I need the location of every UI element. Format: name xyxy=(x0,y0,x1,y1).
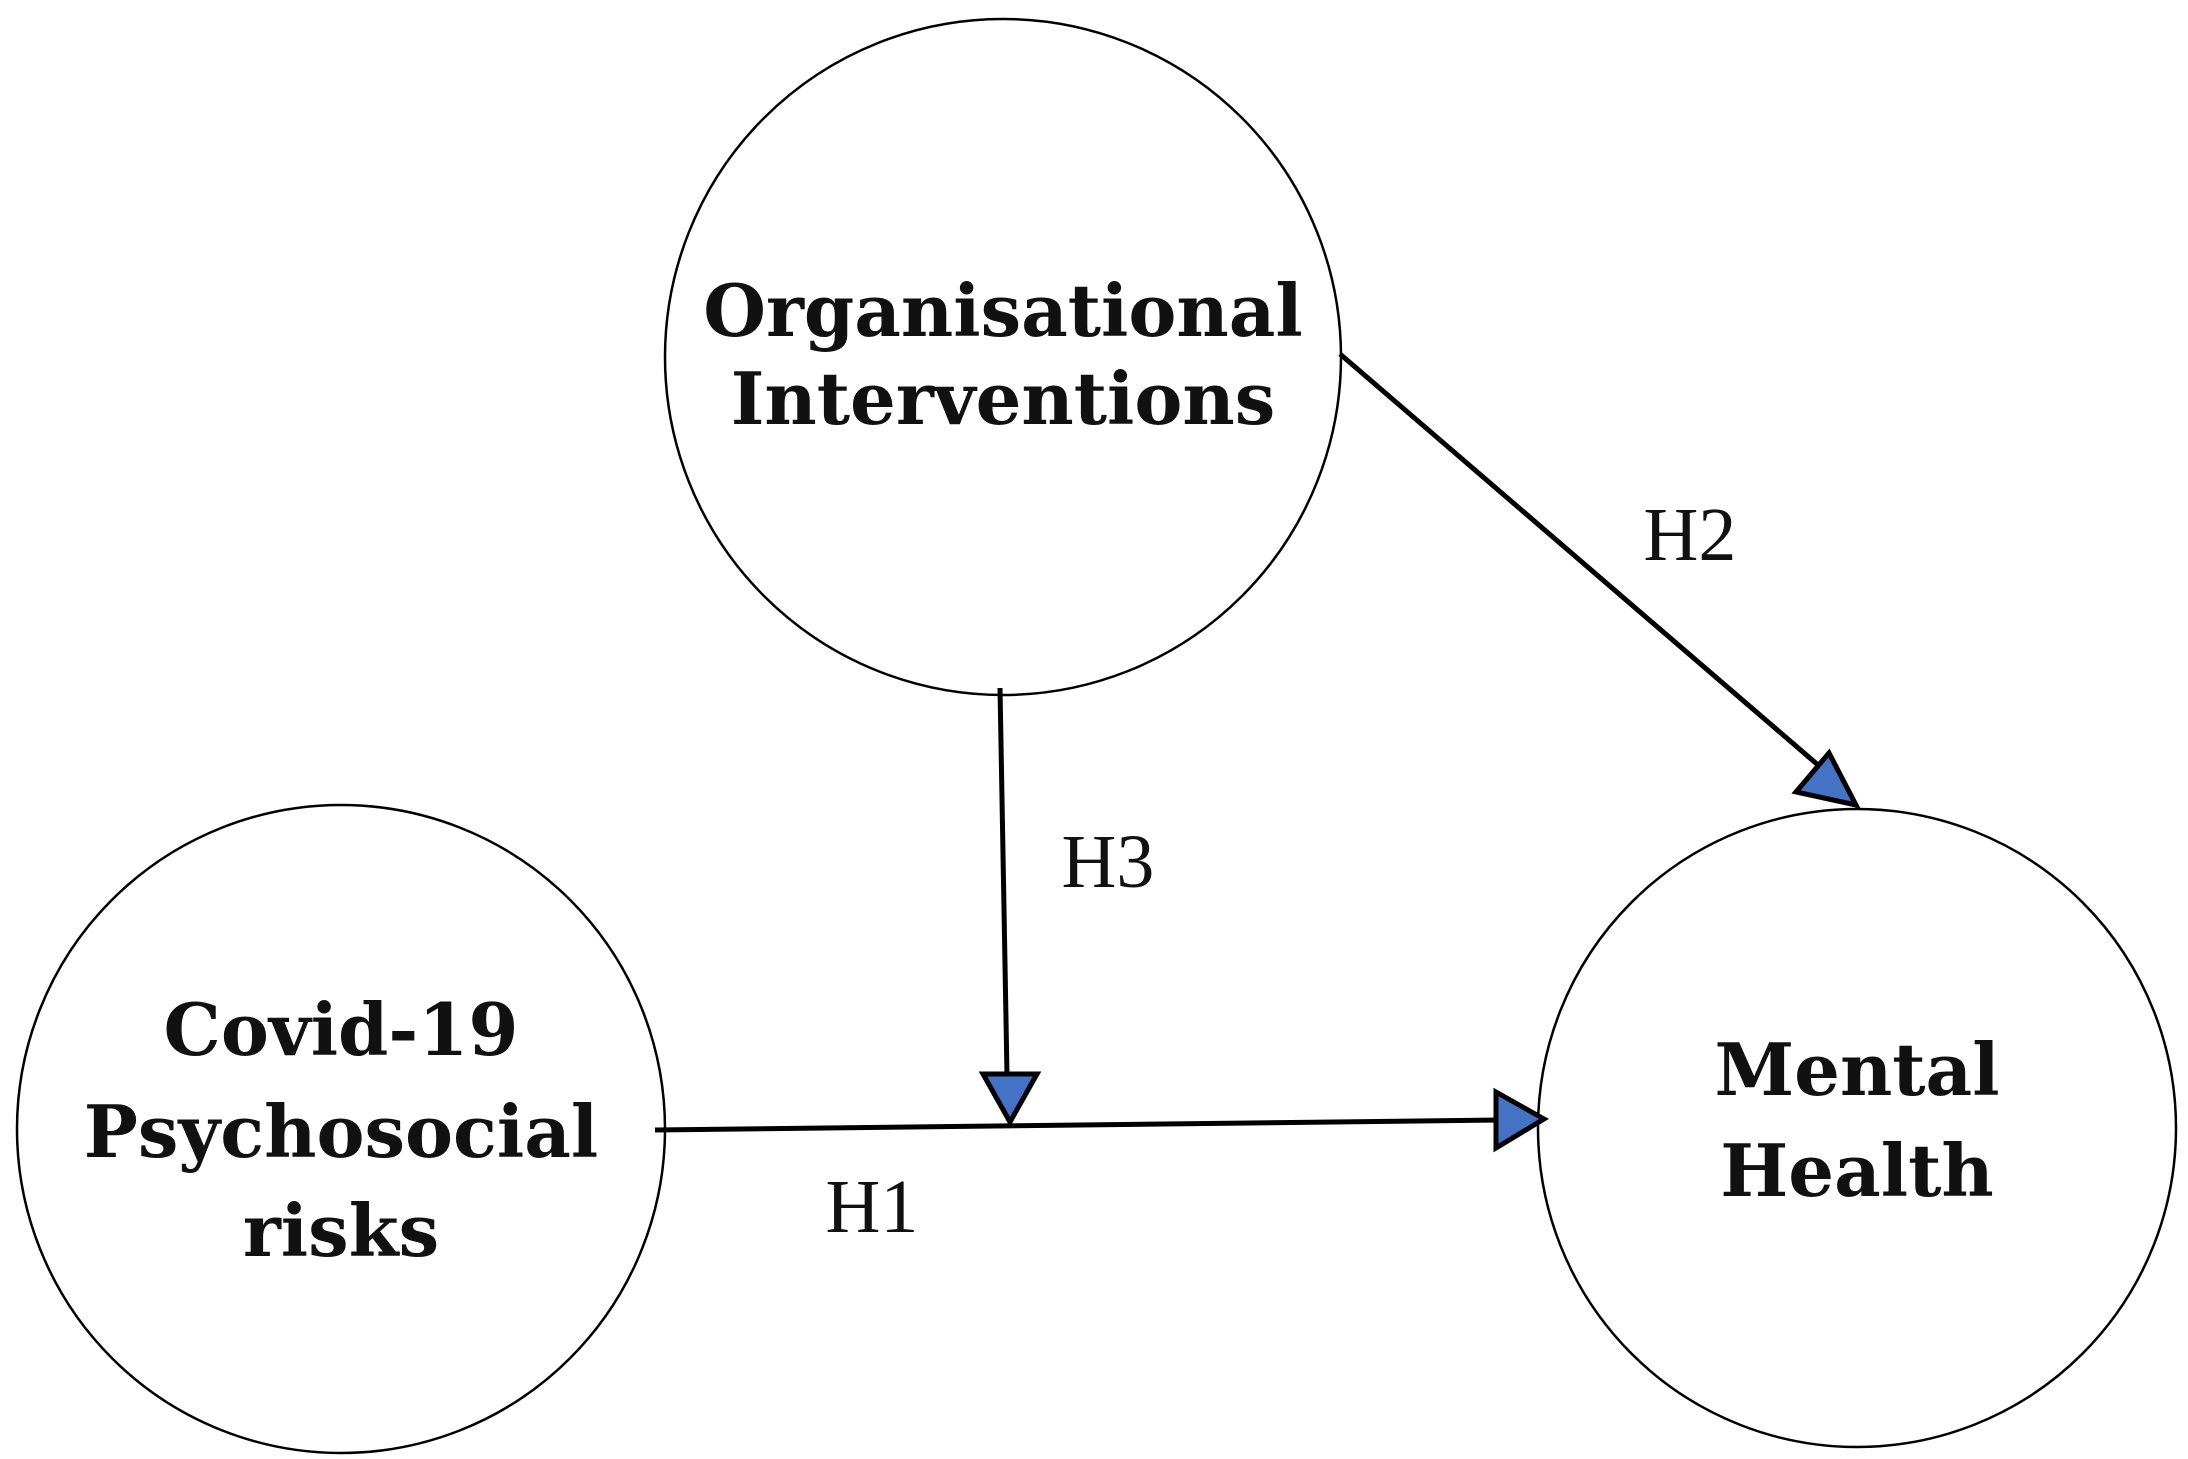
node-mental-health-label-line-2: Health xyxy=(1720,1128,1993,1213)
node-mental-health-label-line-1: Mental xyxy=(1714,1027,1999,1112)
edge-h3-line xyxy=(997,687,1010,1076)
edge-h1-line xyxy=(654,1117,1501,1133)
node-mental-health-circle xyxy=(1536,807,2178,1449)
edge-h1-label: H1 xyxy=(826,1165,919,1249)
edge-h2-line xyxy=(1338,352,1820,767)
node-organisational-interventions-label-line-1: Organisational xyxy=(703,268,1303,353)
edge-h2: H2 xyxy=(1338,352,1861,809)
edge-h2-arrowhead xyxy=(1791,748,1861,809)
node-covid-psychosocial-risks-label-line-1: Covid-19 xyxy=(164,987,519,1072)
node-mental-health: Mental Health xyxy=(1536,807,2178,1449)
edge-h3: H3 xyxy=(978,687,1155,1128)
node-organisational-interventions: Organisational Interventions xyxy=(663,17,1343,697)
node-covid-psychosocial-risks: Covid-19 Psychosocial risks xyxy=(15,803,667,1455)
edge-h3-arrowhead xyxy=(978,1071,1042,1128)
edge-h2-label: H2 xyxy=(1644,493,1737,577)
edge-h1: H1 xyxy=(654,1087,1549,1249)
node-covid-psychosocial-risks-label-line-3: risks xyxy=(243,1188,439,1273)
edge-h3-label: H3 xyxy=(1062,820,1155,904)
node-covid-psychosocial-risks-label-line-2: Psychosocial xyxy=(84,1089,598,1174)
edge-h1-arrowhead xyxy=(1493,1087,1549,1153)
node-organisational-interventions-label-line-2: Interventions xyxy=(731,356,1276,441)
